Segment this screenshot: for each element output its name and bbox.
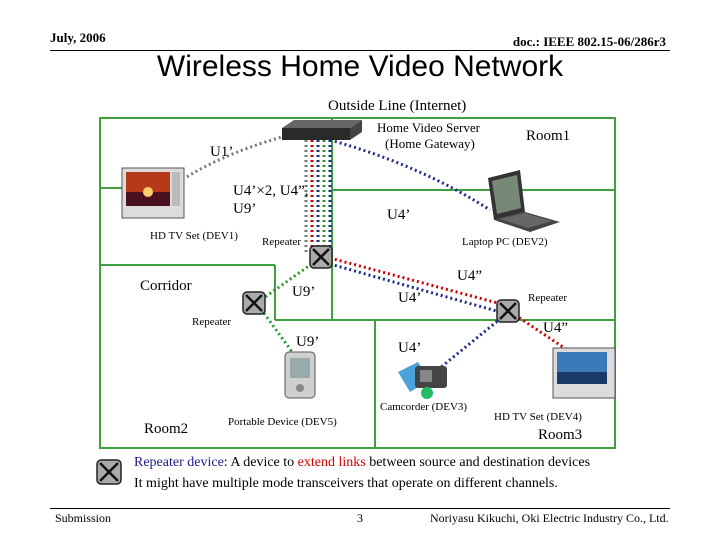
camcorder-icon: [398, 362, 447, 399]
outside-line-label: Outside Line (Internet): [328, 98, 467, 115]
footer-rule: [50, 508, 670, 509]
u9-mid-label: U9’: [292, 284, 316, 300]
legend-line-2: It might have multiple mode transceivers…: [134, 476, 558, 491]
repeater-right-label: Repeater: [528, 292, 568, 304]
server-links: [184, 130, 576, 374]
header-rule: [50, 50, 670, 51]
u1-link-label: U1’: [210, 144, 234, 160]
header-doc-id: doc.: IEEE 802.15-06/286r3: [512, 34, 666, 49]
portable-device-icon: [284, 351, 316, 399]
hdtv1-label: HD TV Set (DEV1): [150, 230, 238, 242]
u4-low-label: U4’: [398, 340, 422, 356]
u9-low-label: U9’: [296, 334, 320, 350]
room-walls: [99, 117, 616, 449]
server-icon: [282, 120, 362, 140]
repeater-icon-left: [242, 291, 266, 315]
repeater-icon-right: [496, 299, 520, 323]
u4-laptop-label: U4’: [387, 207, 411, 223]
repeater-icon-top: [309, 245, 333, 269]
footer-page-number: 3: [357, 511, 363, 525]
legend-rest: between source and destination devices: [365, 455, 591, 470]
repeater-left-label: Repeater: [192, 316, 232, 328]
page-title: Wireless Home Video Network: [156, 50, 564, 83]
footer-author: Noriyasu Kikuchi, Oki Electric Industry …: [430, 511, 669, 525]
legend-highlight: extend links: [297, 455, 366, 470]
legend-line-1: Repeater device: A device to extend link…: [134, 455, 590, 471]
u9-link-label: U9’: [233, 201, 257, 217]
legend-term: Repeater device: [134, 455, 224, 470]
hdtv4-label: HD TV Set (DEV4): [494, 411, 582, 423]
u4-mid-label: U4’: [398, 290, 422, 306]
u4x2-link-label: U4’×2, U4”,: [233, 183, 309, 199]
laptop-label: Laptop PC (DEV2): [462, 236, 548, 248]
camcorder-label: Camcorder (DEV3): [380, 401, 468, 413]
portable-label: Portable Device (DEV5): [228, 416, 337, 428]
u4-double-mid-label: U4”: [457, 268, 482, 284]
hdtv4-icon: [552, 347, 616, 399]
room3-label: Room3: [538, 427, 583, 443]
laptop-icon: [488, 170, 560, 232]
floor-outline: [99, 117, 616, 449]
room1-label: Room1: [526, 128, 571, 144]
legend-colon: : A device to: [223, 455, 298, 470]
u4-double-right-label: U4”: [543, 320, 568, 336]
server-sublabel: (Home Gateway): [385, 136, 475, 151]
header-date: July, 2006: [50, 30, 106, 45]
footer-submission: Submission: [55, 511, 112, 525]
hdtv-icon: [121, 167, 185, 219]
server-label: Home Video Server: [377, 120, 480, 135]
room2-label: Room2: [144, 421, 189, 437]
corridor-label: Corridor: [140, 278, 192, 294]
repeater-top-label: Repeater: [262, 236, 302, 248]
legend-repeater-icon: [96, 459, 122, 485]
